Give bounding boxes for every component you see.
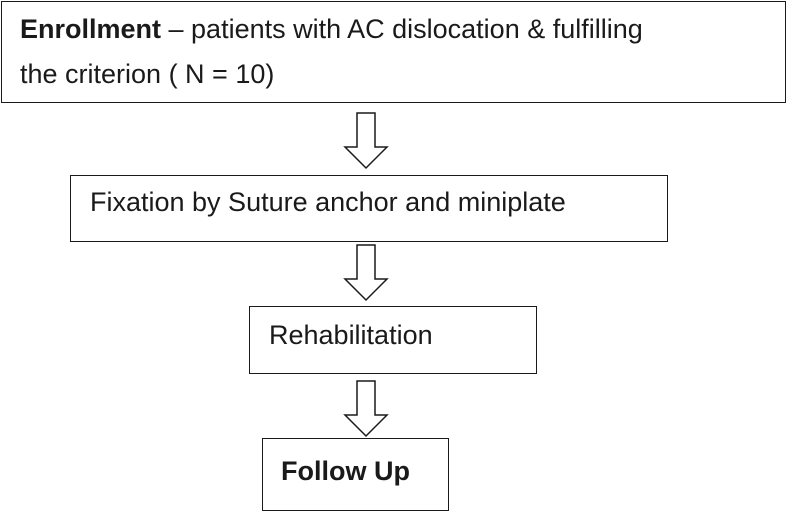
enrollment-text-line1: Enrollment – patients with AC dislocatio… xyxy=(20,12,643,46)
rehabilitation-box xyxy=(249,306,537,374)
enrollment-title: Enrollment xyxy=(20,14,162,44)
hollow-down-arrow-icon xyxy=(342,244,390,302)
enrollment-box xyxy=(1,1,786,103)
enrollment-description: – patients with AC dislocation & fulfill… xyxy=(161,14,643,44)
follow-up-text: Follow Up xyxy=(281,456,410,486)
fixation-box xyxy=(70,175,668,242)
rehabilitation-text: Rehabilitation xyxy=(269,320,433,350)
hollow-down-arrow-icon xyxy=(342,112,390,170)
enrollment-text-line2: the criterion ( N = 10) xyxy=(20,59,275,89)
fixation-text: Fixation by Suture anchor and miniplate xyxy=(90,187,566,217)
hollow-down-arrow-icon xyxy=(342,380,390,438)
follow-up-box xyxy=(262,438,449,511)
